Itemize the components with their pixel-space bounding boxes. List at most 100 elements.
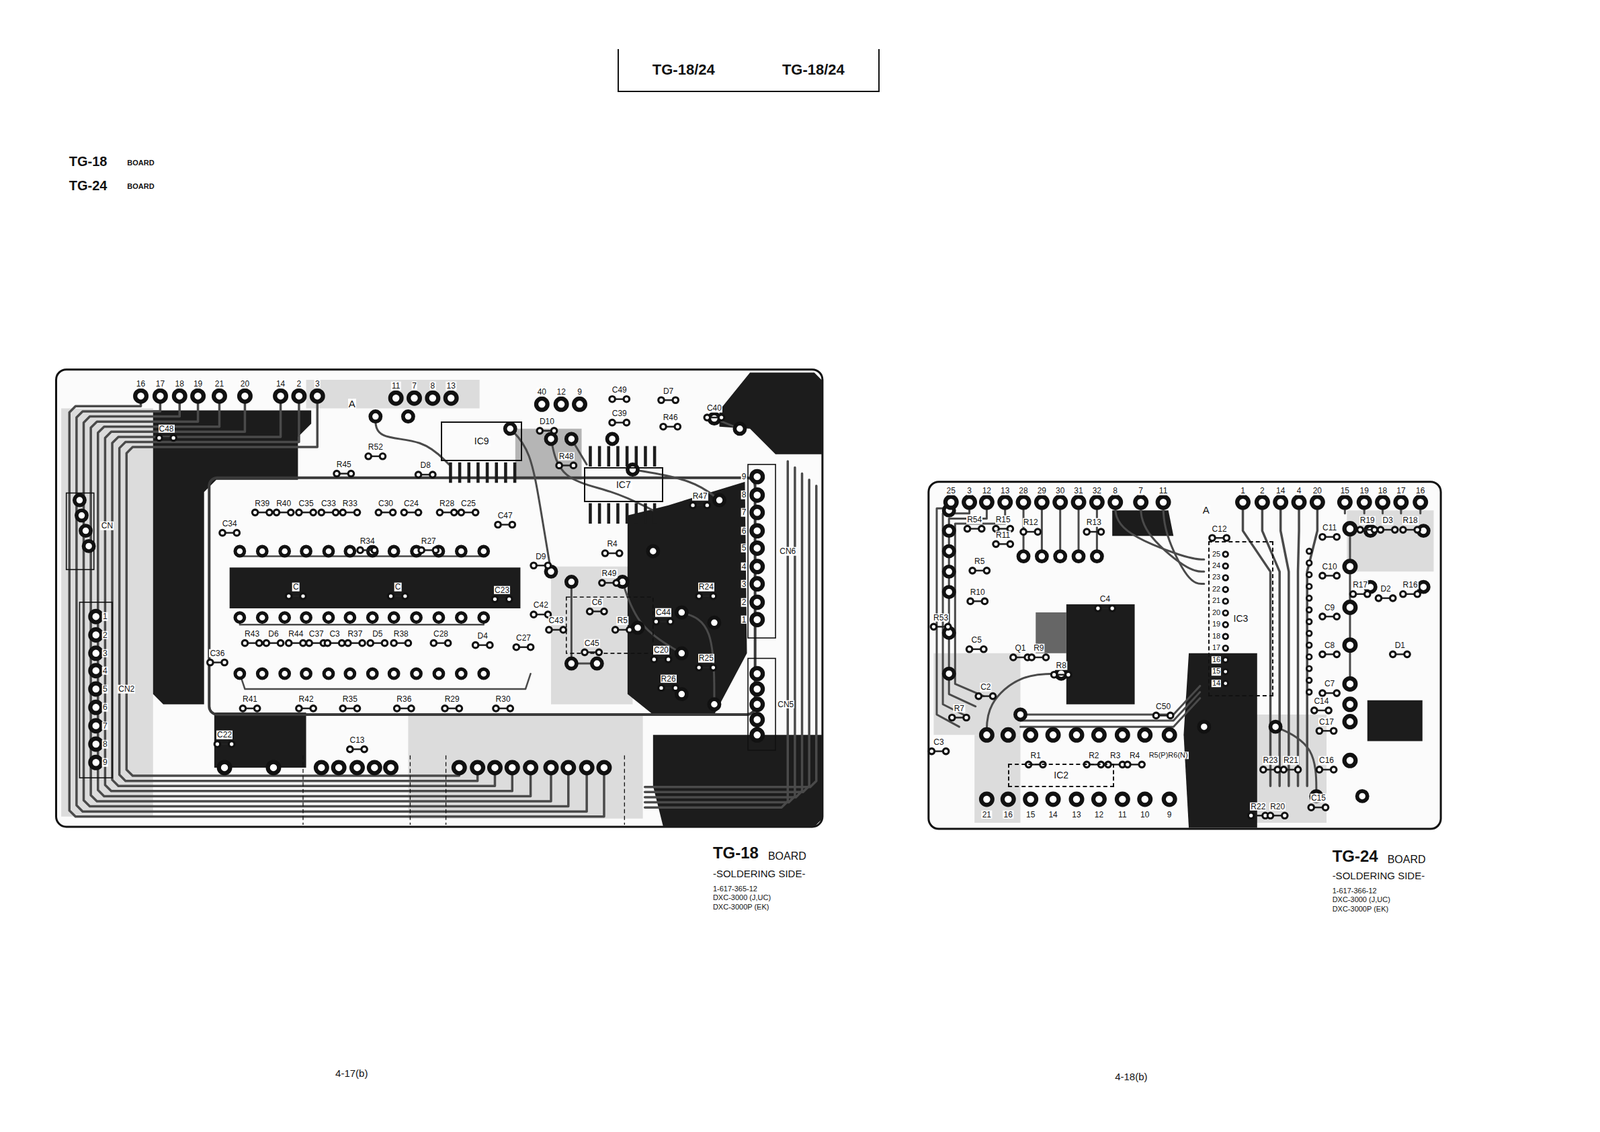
ic-pin bbox=[643, 503, 648, 524]
part-label: D7 bbox=[662, 386, 675, 396]
solder-pad bbox=[219, 762, 231, 774]
ic-pin bbox=[625, 446, 629, 467]
solder-pad bbox=[1047, 729, 1060, 741]
solder-pad bbox=[1344, 715, 1357, 728]
solder-pad bbox=[1065, 671, 1072, 678]
solder-pad bbox=[1267, 812, 1274, 819]
solder-pad bbox=[1344, 601, 1357, 613]
solder-pad bbox=[751, 596, 763, 609]
part-label: C28 bbox=[432, 629, 449, 639]
solder-pad bbox=[345, 546, 355, 556]
ground-plane-area bbox=[214, 712, 307, 768]
pin-number: 13 bbox=[999, 486, 1010, 496]
solder-pad bbox=[601, 608, 608, 615]
copper-trace bbox=[83, 395, 569, 806]
connector-outline bbox=[747, 657, 776, 750]
part-label: C47 bbox=[497, 511, 514, 521]
part-label: C49 bbox=[611, 385, 628, 395]
part-label: R47 bbox=[692, 491, 709, 501]
pin-number: 15 bbox=[1025, 809, 1036, 819]
solder-pad bbox=[945, 496, 957, 509]
part-label: R12 bbox=[1022, 518, 1039, 527]
solder-pad bbox=[1418, 581, 1429, 593]
solder-pad bbox=[623, 419, 630, 426]
solder-pad bbox=[1020, 528, 1027, 535]
solder-pad bbox=[235, 546, 245, 556]
part-label: R26 bbox=[660, 674, 677, 684]
solder-pad bbox=[545, 762, 558, 774]
solder-pad bbox=[714, 494, 725, 505]
part-label: R1 bbox=[1030, 750, 1042, 760]
solder-pad bbox=[256, 639, 263, 646]
ic-pin bbox=[448, 462, 453, 483]
solder-pad bbox=[1311, 707, 1318, 714]
ic-pin bbox=[513, 462, 517, 483]
part-label: C36 bbox=[208, 649, 226, 658]
part-label: C24 bbox=[403, 498, 420, 508]
ic-pin bbox=[467, 462, 471, 483]
pin-number: 29 bbox=[1036, 486, 1047, 496]
solder-pad bbox=[979, 525, 986, 532]
ic-name: IC9 bbox=[473, 436, 491, 447]
solder-pad bbox=[1007, 540, 1014, 547]
solder-pad bbox=[1002, 793, 1015, 806]
solder-pad bbox=[1282, 812, 1289, 819]
ic-pin bbox=[598, 503, 602, 524]
pin-number: 14 bbox=[1211, 679, 1221, 688]
solder-pad bbox=[239, 390, 251, 402]
part-label: C37 bbox=[308, 629, 325, 639]
solder-pad bbox=[301, 668, 312, 679]
pin-number: 8 bbox=[1112, 486, 1119, 496]
solder-pad bbox=[1311, 496, 1324, 509]
solder-pad bbox=[718, 414, 725, 421]
solder-pad bbox=[1294, 766, 1301, 773]
part-label: C11 bbox=[1321, 523, 1338, 533]
caption-text: BOARD bbox=[126, 182, 155, 191]
solder-pad bbox=[1371, 526, 1378, 533]
solder-pad bbox=[1098, 528, 1105, 535]
solder-pad bbox=[556, 462, 563, 469]
solder-pad bbox=[495, 521, 502, 528]
solder-pad bbox=[612, 626, 619, 634]
solder-pad bbox=[1319, 613, 1326, 620]
ic-outline: IC9 bbox=[440, 421, 523, 461]
solder-pad bbox=[345, 668, 355, 679]
solder-pad bbox=[434, 612, 444, 623]
board-outline bbox=[928, 481, 1441, 829]
solder-pad bbox=[1116, 729, 1129, 741]
pin-number: 25 bbox=[1211, 550, 1221, 559]
ic-pin bbox=[616, 446, 620, 467]
solder-pad bbox=[323, 546, 334, 556]
part-label: R37 bbox=[346, 629, 363, 639]
part-label: R15 bbox=[995, 515, 1012, 525]
part-label: C50 bbox=[1155, 702, 1172, 711]
copper-trace bbox=[1243, 501, 1271, 786]
solder-pad bbox=[751, 489, 763, 501]
solder-pad bbox=[1306, 630, 1312, 636]
solder-pad bbox=[981, 729, 993, 741]
solder-pad bbox=[690, 501, 697, 509]
solder-pad bbox=[381, 639, 388, 646]
ground-plane-area bbox=[153, 409, 312, 704]
part-label: R42 bbox=[298, 694, 315, 704]
solder-pad bbox=[365, 453, 372, 460]
solder-pad bbox=[1375, 595, 1382, 602]
solder-pad bbox=[1223, 610, 1229, 616]
part-label: R34 bbox=[359, 536, 376, 546]
copper-trace bbox=[119, 395, 478, 781]
solder-pad bbox=[340, 509, 347, 516]
pin-number: 16 bbox=[1415, 486, 1426, 496]
pin-number: 19 bbox=[1359, 486, 1370, 496]
ic-name: IC3 bbox=[1232, 613, 1250, 624]
solder-pad bbox=[450, 509, 457, 516]
solder-pad bbox=[354, 509, 361, 516]
solder-pad bbox=[530, 611, 537, 618]
part-label: R29 bbox=[444, 694, 461, 704]
solder-pad bbox=[385, 762, 397, 774]
pin-number: 15 bbox=[1339, 486, 1351, 496]
solder-pad bbox=[1344, 678, 1357, 690]
solder-pad bbox=[456, 668, 467, 679]
pin-number: 11 bbox=[1158, 486, 1168, 496]
copper-trace bbox=[76, 395, 587, 812]
solder-pad bbox=[607, 433, 618, 444]
